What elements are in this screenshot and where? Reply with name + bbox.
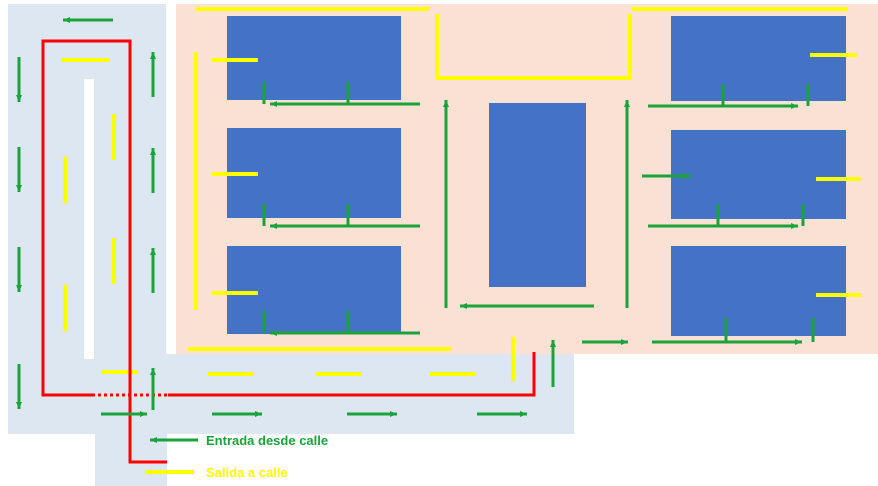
legend-exit-label: Salida a calle: [206, 465, 288, 480]
building-right-1: [671, 16, 846, 101]
legend: Entrada desde calle Salida a calle: [146, 433, 328, 480]
route-line: [168, 352, 536, 397]
building-center: [489, 103, 586, 287]
entrance-arrows: [16, 17, 815, 417]
building-right-2: [671, 130, 846, 219]
building-right-3: [671, 246, 846, 336]
legend-entrance-label: Entrada desde calle: [206, 433, 328, 448]
median-strip: [84, 79, 94, 359]
route-line: [41, 39, 167, 464]
route-path: [41, 39, 536, 464]
exit-lines: [62, 7, 862, 381]
exit-line: [435, 14, 632, 80]
building-left-3: [227, 246, 401, 334]
